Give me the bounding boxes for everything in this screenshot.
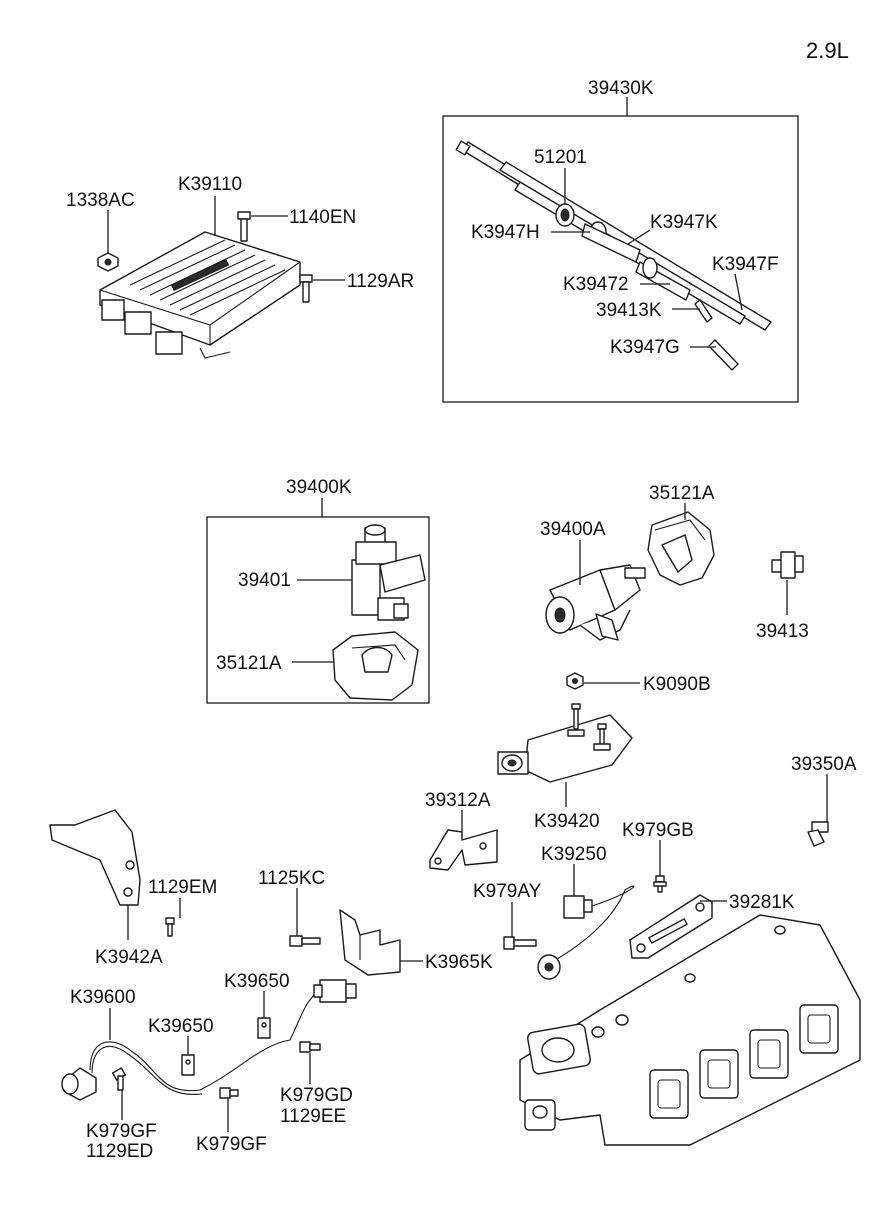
clip-K39650-b bbox=[257, 1017, 271, 1039]
label-K3942A: K3942A bbox=[95, 947, 163, 968]
label-1338AC: 1338AC bbox=[66, 190, 135, 211]
label-K39472: K39472 bbox=[563, 274, 629, 295]
label-39400K: 39400K bbox=[286, 477, 352, 498]
label-K3947F: K3947F bbox=[712, 254, 779, 275]
label-39281K: 39281K bbox=[729, 892, 795, 913]
label-35121A-outside: 35121A bbox=[649, 483, 715, 504]
bolt-1140EN bbox=[237, 211, 251, 242]
label-1129ED: 1129ED bbox=[86, 1141, 153, 1162]
bracket-K3965K bbox=[339, 909, 401, 976]
sensor-harness-K39600 bbox=[61, 979, 357, 1101]
label-K979AY: K979AY bbox=[473, 881, 542, 902]
ecu-group bbox=[97, 211, 313, 359]
valve-39400A bbox=[545, 564, 646, 641]
label-K3965K: K3965K bbox=[425, 952, 493, 973]
sensor-39350A bbox=[807, 821, 829, 847]
harness-box bbox=[442, 115, 799, 403]
label-39413K: 39413K bbox=[596, 300, 662, 321]
label-K39420: K39420 bbox=[534, 811, 600, 832]
cover-35121A-outside bbox=[647, 511, 715, 586]
solenoid-kit-box bbox=[206, 516, 430, 704]
label-K3947K: K3947K bbox=[650, 212, 718, 233]
label-39400A: 39400A bbox=[540, 519, 606, 540]
bolt-1129EM bbox=[165, 917, 175, 937]
label-1129EE: 1129EE bbox=[280, 1106, 346, 1127]
bolt-1125KC bbox=[289, 935, 321, 947]
bracket-K3942A bbox=[49, 809, 141, 906]
label-39401: 39401 bbox=[238, 570, 291, 591]
label-K39650-b: K39650 bbox=[224, 971, 290, 992]
label-1140EN: 1140EN bbox=[289, 207, 356, 228]
bracket-K39420 bbox=[497, 703, 633, 783]
bolt-1129AR bbox=[299, 274, 313, 303]
bolt-K979AY bbox=[503, 936, 537, 950]
harness-assembly-group: 39430K 51201 K3947H K3947K K3947F K39472 bbox=[442, 78, 799, 403]
bracket-39312A bbox=[429, 829, 498, 871]
bolt-K979GD bbox=[299, 1041, 321, 1053]
ecu-connector-3 bbox=[155, 331, 183, 355]
cover-35121A-inbox bbox=[332, 631, 419, 701]
label-39350A: 39350A bbox=[791, 754, 857, 775]
label-K39110: K39110 bbox=[178, 174, 242, 195]
label-K979GB: K979GB bbox=[622, 820, 694, 841]
ecu-connector-2 bbox=[124, 311, 152, 335]
label-K3947H: K3947H bbox=[471, 222, 540, 243]
label-K39650-a: K39650 bbox=[148, 1016, 214, 1037]
label-K39600: K39600 bbox=[70, 987, 136, 1008]
label-K3947G: K3947G bbox=[610, 337, 680, 358]
label-1129EM: 1129EM bbox=[148, 877, 217, 898]
bolt-K979GB bbox=[653, 875, 667, 893]
solenoid-kit-group: 39400K 39401 35121A bbox=[206, 477, 430, 704]
label-1125KC: 1125KC bbox=[258, 868, 325, 889]
clip-K39650-a bbox=[181, 1054, 195, 1076]
bracket-39281K bbox=[629, 894, 713, 959]
sensor-39413 bbox=[771, 551, 804, 579]
label-K979GF-left: K979GF bbox=[86, 1121, 157, 1142]
knock-sensor-K39250 bbox=[537, 885, 635, 980]
label-K979GF-right: K979GF bbox=[196, 1134, 267, 1155]
label-K9090B: K9090B bbox=[643, 674, 711, 695]
label-51201: 51201 bbox=[534, 147, 587, 168]
hose-bundle bbox=[455, 140, 772, 371]
label-39413: 39413 bbox=[756, 621, 809, 642]
bolt-K979GF-left bbox=[111, 1067, 127, 1091]
label-K979GD: K979GD bbox=[280, 1085, 353, 1106]
label-1129AR: 1129AR bbox=[347, 271, 414, 292]
solenoid-39401 bbox=[351, 524, 426, 621]
label-39430K: 39430K bbox=[588, 78, 654, 99]
engine-size-label: 2.9L bbox=[806, 38, 849, 63]
label-K39250: K39250 bbox=[541, 844, 607, 865]
label-35121A-inbox: 35121A bbox=[216, 653, 282, 674]
label-39312A: 39312A bbox=[425, 790, 491, 811]
bolt-K979GF-right bbox=[219, 1087, 239, 1099]
intake-manifold bbox=[519, 914, 861, 1146]
ecu-connector-1 bbox=[101, 299, 125, 321]
